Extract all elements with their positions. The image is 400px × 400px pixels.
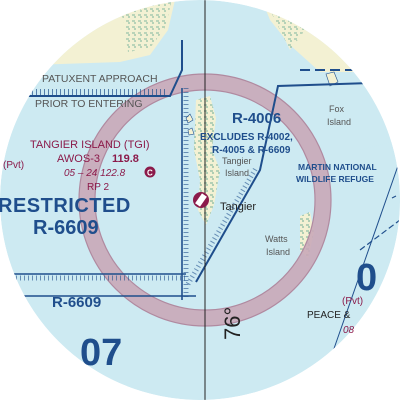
awos-frequency: 119.8 xyxy=(112,153,139,165)
ctaf-symbol: C xyxy=(147,169,153,178)
tangier-island-label-2: Island xyxy=(225,168,249,178)
awos-label: AWOS-3 xyxy=(57,153,100,165)
right-boundary-line xyxy=(329,159,400,361)
watts-island-label-2: Island xyxy=(266,247,290,257)
airport-name-label: TANGIER ISLAND (TGI) xyxy=(30,139,150,151)
ctaf-symbol-circle xyxy=(144,166,156,178)
tangier-island-label-1: Tangier xyxy=(222,156,252,166)
refuge-label-2: WILDLIFE REFUGE xyxy=(296,174,374,184)
fox-island-label-2: Island xyxy=(327,117,351,127)
peace-label: PEACE & xyxy=(307,310,351,321)
r6609-upper-label: R-6609 xyxy=(33,217,99,239)
runway-ctaf-label: 05 – 24 122.8 xyxy=(64,168,126,179)
tangier-town-label: Tangier xyxy=(220,201,256,213)
big-07-label: 07 xyxy=(80,332,122,374)
watts-island-label-1: Watts xyxy=(265,234,288,244)
reporting-point-label: RP 2 xyxy=(87,182,109,193)
fox-island-land xyxy=(325,71,339,87)
left-pvt-label: (Pvt) xyxy=(3,160,24,171)
r4006-excludes-2: R-4005 & R-6609 xyxy=(212,145,291,156)
right-pvt-label: (Pvt) xyxy=(342,296,363,307)
r4006-label: R-4006 xyxy=(232,110,281,127)
r6609-lower-label: R-6609 xyxy=(52,294,101,311)
big-0-right-label: 0 xyxy=(356,257,377,299)
prior-to-entering-label: PRIOR TO ENTERING xyxy=(35,98,143,110)
course-76-label: 76° xyxy=(220,307,245,340)
r4006-excludes-1: EXCLUDES R-4002, xyxy=(200,132,293,143)
small-islets xyxy=(185,113,195,136)
refuge-label-1: MARTIN NATIONAL xyxy=(298,162,377,172)
peace-number: 08 xyxy=(343,325,355,336)
restricted-label: RESTRICTED xyxy=(0,195,131,217)
tangier-airport-symbol[interactable] xyxy=(193,192,209,208)
fox-island-label-1: Fox xyxy=(329,104,345,114)
patuxent-approach-label: PATUXENT APPROACH xyxy=(42,73,158,85)
marsh-top-left xyxy=(120,0,172,52)
right-boundary-dashed xyxy=(359,195,400,251)
